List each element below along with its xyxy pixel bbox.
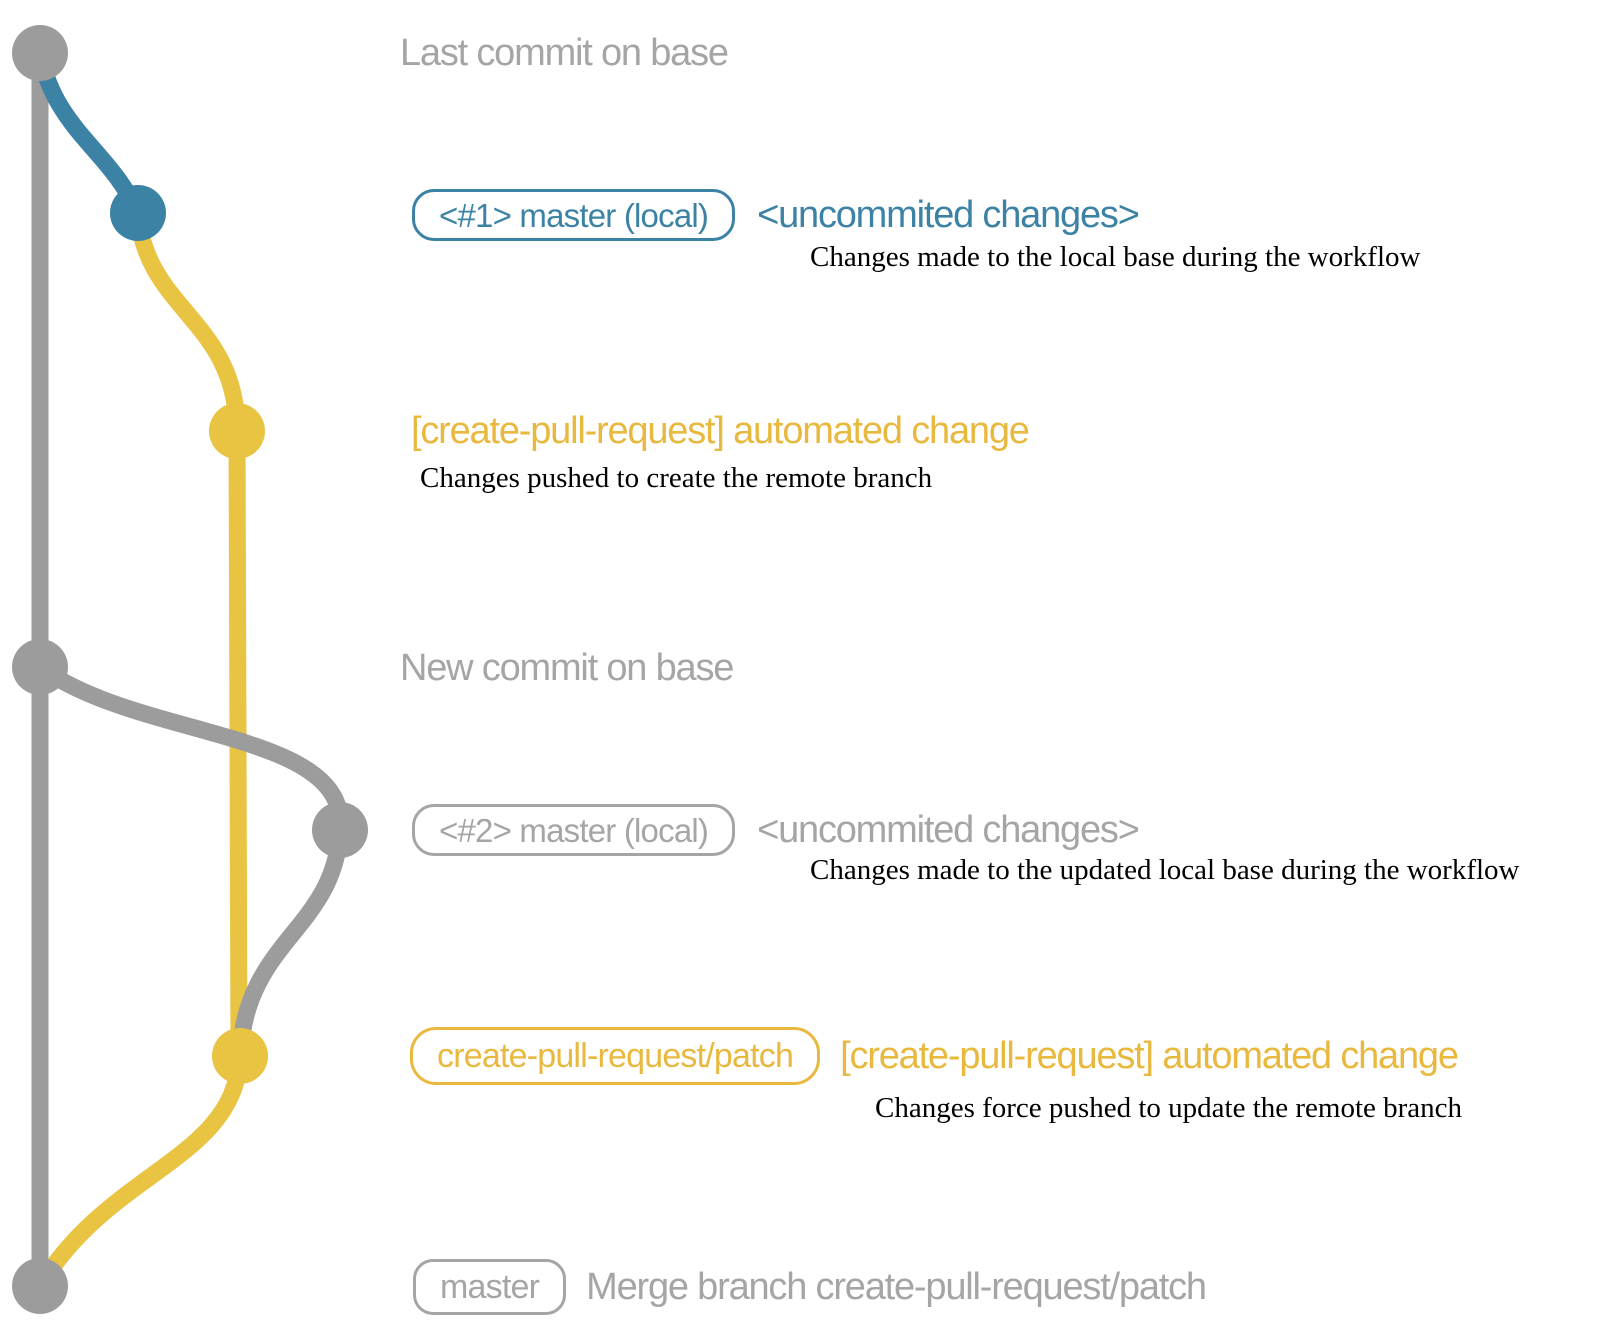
uncommitted-changes-note-2: <uncommited changes> [757, 809, 1140, 851]
commit-node-new-base [12, 639, 68, 695]
commit-node-merge [12, 1258, 68, 1314]
caption-updated-local-base-changes: Changes made to the updated local base d… [810, 854, 1520, 886]
new-commit-on-base-label: New commit on base [400, 647, 734, 689]
commit-node-last-base [12, 25, 68, 81]
caption-force-push-remote-branch: Changes force pushed to update the remot… [875, 1092, 1463, 1124]
branch-curve-local1-to-remote-yellow [129, 204, 246, 440]
branch-curve-base-to-local1-blue [31, 44, 147, 222]
caption-push-remote-branch: Changes pushed to create the remote bran… [420, 462, 933, 494]
automated-change-note-1: [create-pull-request] automated change [411, 410, 1030, 452]
branch-badge-master-local-2: <#2> master (local) [412, 804, 736, 856]
caption-local-base-changes: Changes made to the local base during th… [810, 241, 1421, 273]
last-commit-on-base-label: Last commit on base [400, 32, 729, 74]
branch-curve-local2-to-remote-gray [231, 821, 349, 1065]
commit-node-local1 [110, 185, 166, 241]
branch-curve-base-to-local2-gray [31, 658, 349, 839]
branch-badge-create-pull-request-patch: create-pull-request/patch [410, 1027, 821, 1085]
uncommitted-changes-note-1: <uncommited changes> [757, 194, 1140, 236]
commit-node-local2 [312, 802, 368, 858]
branch-badge-master-local-1: <#1> master (local) [412, 189, 736, 241]
commit-node-remote-force [212, 1028, 268, 1084]
automated-change-note-2: [create-pull-request] automated change [840, 1035, 1459, 1077]
branch-curve-remote-to-merge-yellow [31, 1047, 249, 1295]
branch-badge-master: master [413, 1259, 567, 1315]
merge-branch-note: Merge branch create-pull-request/patch [586, 1266, 1207, 1308]
commit-node-remote-push [209, 403, 265, 459]
